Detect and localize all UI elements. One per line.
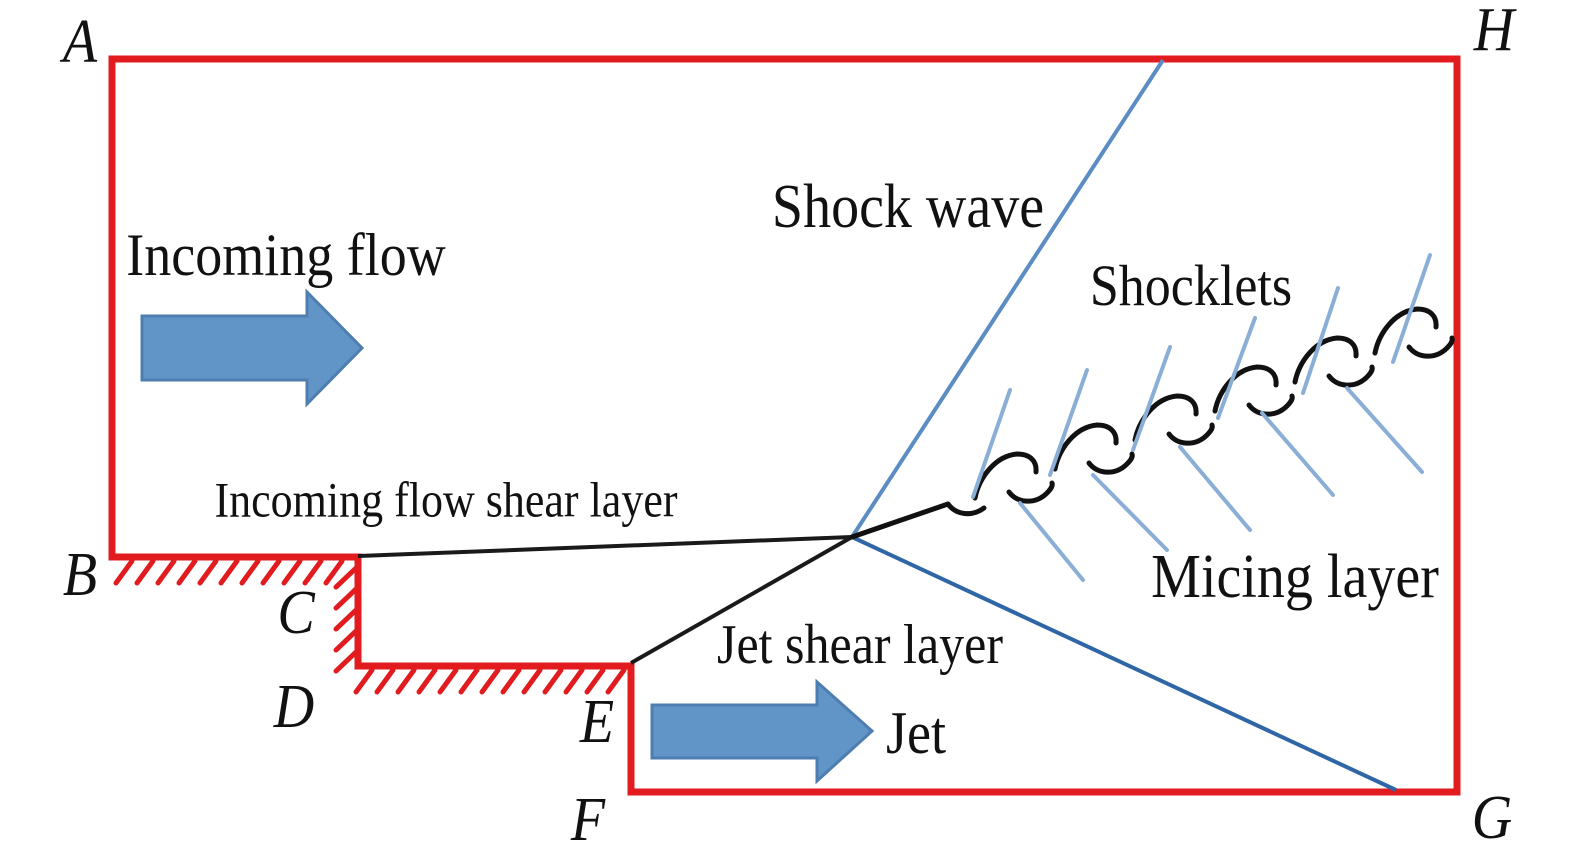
reflected-shock-line <box>851 535 1397 792</box>
shock-wave-label: Shock wave <box>771 172 1045 242</box>
jet-shear-layer-line <box>630 535 853 665</box>
incoming-flow-arrow-icon <box>140 288 365 408</box>
shocklet-lines-lower <box>1018 386 1424 582</box>
vertex-label-f: F <box>570 785 606 855</box>
jet-label: Jet <box>886 699 946 767</box>
wall-hatching-cd <box>333 565 359 674</box>
vertex-label-h: H <box>1473 0 1515 65</box>
vertex-label-e: E <box>579 687 615 757</box>
incoming-shear-layer-line <box>357 535 853 558</box>
shocklets-label: Shocklets <box>1089 254 1293 319</box>
shock-wave-line <box>850 58 1165 539</box>
vertex-label-b: B <box>62 540 98 610</box>
wall-hatching-bc <box>113 558 345 586</box>
wall-hatching-de <box>353 667 627 695</box>
vertex-label-c: C <box>277 578 315 648</box>
mixing-layer-chain <box>849 306 1455 540</box>
vertex-label-a: A <box>62 7 98 77</box>
vertex-label-g: G <box>1471 783 1513 853</box>
incoming-flow-shear-layer-label: Incoming flow shear layer <box>214 473 678 528</box>
jet-shear-layer-label: Jet shear layer <box>717 612 1003 676</box>
channel-wall-outline <box>108 55 1461 796</box>
mixing-layer-label: Micing layer <box>1151 542 1439 612</box>
shocklet-lines-upper <box>971 253 1432 499</box>
jet-arrow-icon <box>650 678 875 785</box>
vertex-label-d: D <box>273 672 315 742</box>
incoming-flow-label: Incoming flow <box>126 221 446 289</box>
